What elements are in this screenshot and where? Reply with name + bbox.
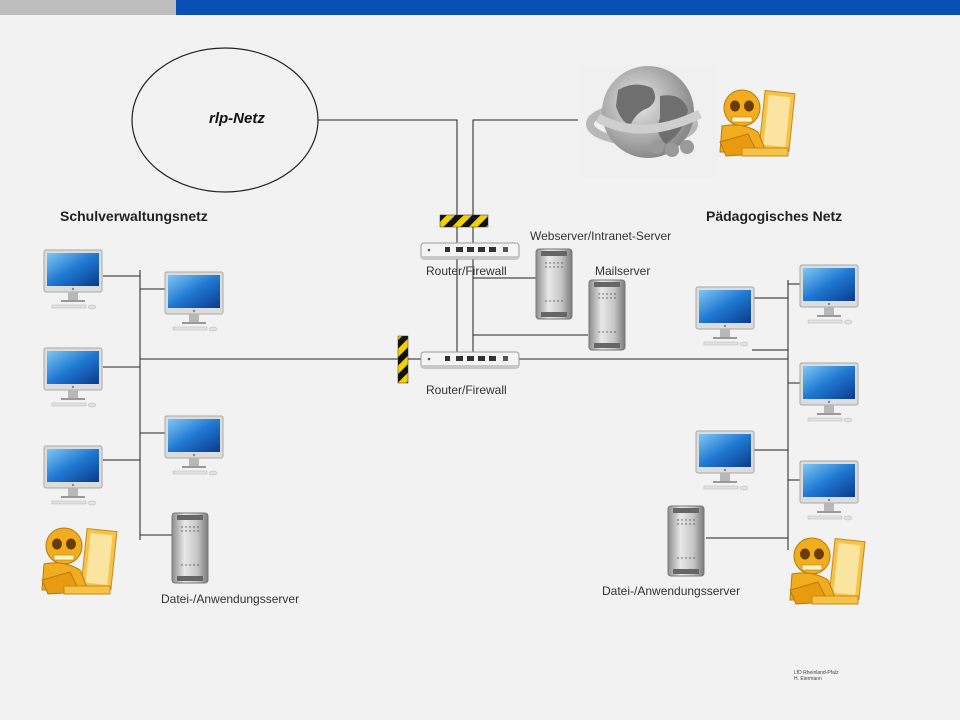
mailserver-label: Mailserver bbox=[595, 264, 651, 278]
firewall-bottom bbox=[397, 335, 409, 384]
footer-line-1: LfD Rheinland-Pfalz bbox=[794, 670, 839, 676]
router-top-label: Router/Firewall bbox=[426, 264, 507, 278]
router-bottom bbox=[420, 351, 520, 369]
right-network-title: Pädagogisches Netz bbox=[706, 208, 843, 224]
footer-line-2: H. Eiermann bbox=[794, 676, 822, 682]
hacker-bottom-right bbox=[789, 537, 866, 605]
right-server-label: Datei-/Anwendungsserver bbox=[602, 584, 741, 598]
footer-credit: LfD Rheinland-Pfalz H. Eiermann bbox=[794, 670, 838, 682]
connection-lines bbox=[103, 119, 800, 550]
right-computer-1 bbox=[799, 264, 859, 325]
header-bar-gray bbox=[0, 0, 176, 15]
left-file-server bbox=[171, 512, 209, 584]
router-top bbox=[420, 242, 520, 260]
webserver-tower bbox=[535, 248, 573, 320]
hacker-bottom-left bbox=[41, 527, 118, 595]
left-computer-1 bbox=[43, 249, 103, 310]
left-computer-4 bbox=[164, 415, 224, 476]
left-computer-3 bbox=[43, 347, 103, 408]
right-computer-4 bbox=[695, 430, 755, 491]
mailserver-tower bbox=[588, 279, 626, 351]
cloud-label: rlp-Netz bbox=[209, 110, 265, 127]
left-network-title: Schulverwaltungsnetz bbox=[60, 208, 208, 224]
left-computer-2 bbox=[164, 271, 224, 332]
left-computer-5 bbox=[43, 445, 103, 506]
right-computer-3 bbox=[799, 362, 859, 423]
header-bar-blue bbox=[176, 0, 960, 15]
right-computer-5 bbox=[799, 460, 859, 521]
hacker-top-right bbox=[719, 89, 796, 157]
www-globe-icon bbox=[578, 65, 718, 177]
router-bottom-label: Router/Firewall bbox=[426, 383, 507, 397]
firewall-top bbox=[439, 214, 489, 228]
right-computer-2 bbox=[695, 286, 755, 347]
left-server-label: Datei-/Anwendungsserver bbox=[161, 592, 300, 606]
webserver-label: Webserver/Intranet-Server bbox=[530, 229, 672, 243]
right-file-server bbox=[667, 505, 705, 577]
